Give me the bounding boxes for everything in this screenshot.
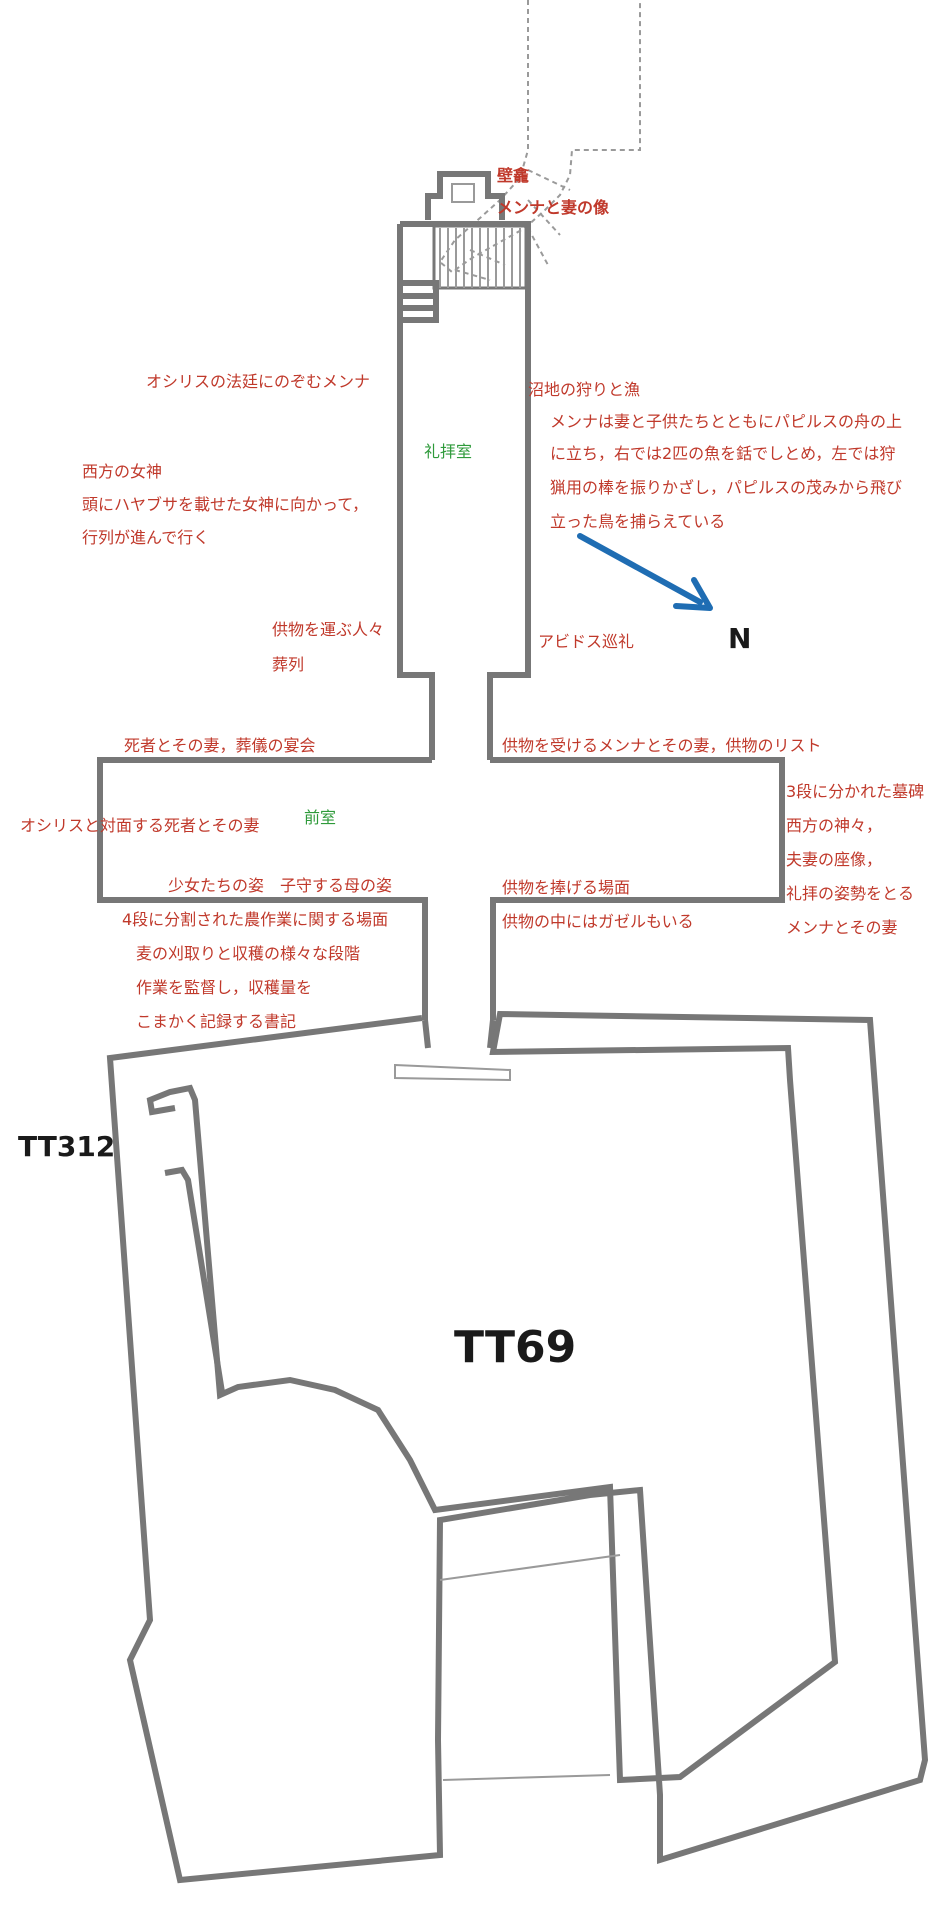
agriculture-line3: 作業を監督し，収穫量を: [136, 978, 313, 997]
agriculture-line2: 麦の刈取りと収穫の様々な段階: [136, 944, 361, 963]
stela-line5: メンナとその妻: [786, 918, 898, 937]
side-steps: [400, 280, 439, 323]
passage-threshold: [394, 1063, 511, 1082]
marsh-line4: 立った鳥を捕らえている: [550, 512, 726, 531]
chapel-room-label: 礼拝室: [424, 442, 473, 461]
west-goddess-line3: 行列が進んで行く: [82, 528, 210, 547]
niche-outline: [425, 171, 505, 220]
dashed-outline: [438, 0, 641, 274]
north-label: N: [728, 622, 752, 655]
tt312-label: TT312: [18, 1130, 116, 1163]
stair-lines: [439, 228, 521, 288]
tt69-outer-walls: [106, 1010, 929, 1884]
niche-label: 壁龕: [497, 166, 530, 185]
offering-scene-label: 供物を捧げる場面: [502, 878, 631, 897]
tt312-opening: [164, 1166, 225, 1393]
girls-mother-label: 少女たちの姿 子守する母の姿: [168, 876, 393, 895]
offering-bearers-label: 供物を運ぶ人々: [272, 620, 385, 639]
passage-walls: [422, 1019, 496, 1049]
tt69-label: TT69: [454, 1322, 577, 1373]
marsh-line3: 猟用の棒を振りかざし，パピルスの茂みから飛び: [550, 478, 903, 497]
west-goddess-line2: 頭にハヤブサを載せた女神に向かって，: [82, 495, 369, 514]
abydos-label: アビドス巡礼: [538, 632, 635, 651]
marsh-line1: メンナは妻と子供たちとともにパピルスの舟の上: [550, 412, 903, 431]
niche-inner: [451, 183, 475, 203]
agriculture-line4: こまかく記録する書記: [136, 1012, 297, 1031]
receiving-offerings-label: 供物を受けるメンナとその妻，供物のリスト: [502, 736, 822, 755]
funeral-procession-label: 葬列: [272, 655, 305, 674]
gazelle-label: 供物の中にはガゼルもいる: [502, 912, 694, 931]
front-room-walls: [97, 757, 785, 1020]
agriculture-line1: 4段に分割された農作業に関する場面: [122, 910, 389, 929]
marsh-line2: に立ち，右では2匹の魚を銛でしとめ，左では狩: [550, 444, 896, 463]
chapel-walls: [397, 221, 531, 760]
stela-line1: 3段に分かれた墓碑: [786, 782, 925, 801]
inner-divider: [439, 1554, 621, 1781]
north-arrow-icon: [577, 533, 713, 611]
osiris-facing-label: オシリスと対面する死者とその妻: [20, 816, 260, 835]
stela-line2: 西方の神々，: [786, 816, 883, 835]
stela-line3: 夫妻の座像，: [786, 850, 883, 869]
statue-label: メンナと妻の像: [497, 198, 610, 217]
west-goddess-line1: 西方の女神: [82, 462, 163, 481]
front-room-label: 前室: [304, 808, 337, 827]
spiral-stair: [454, 169, 571, 281]
banquet-label: 死者とその妻，葬儀の宴会: [124, 736, 316, 755]
stela-line4: 礼拝の姿勢をとる: [786, 884, 915, 903]
osiris-court-label: オシリスの法廷にのぞむメンナ: [146, 372, 371, 391]
marsh-title: 沼地の狩りと漁: [528, 380, 641, 399]
